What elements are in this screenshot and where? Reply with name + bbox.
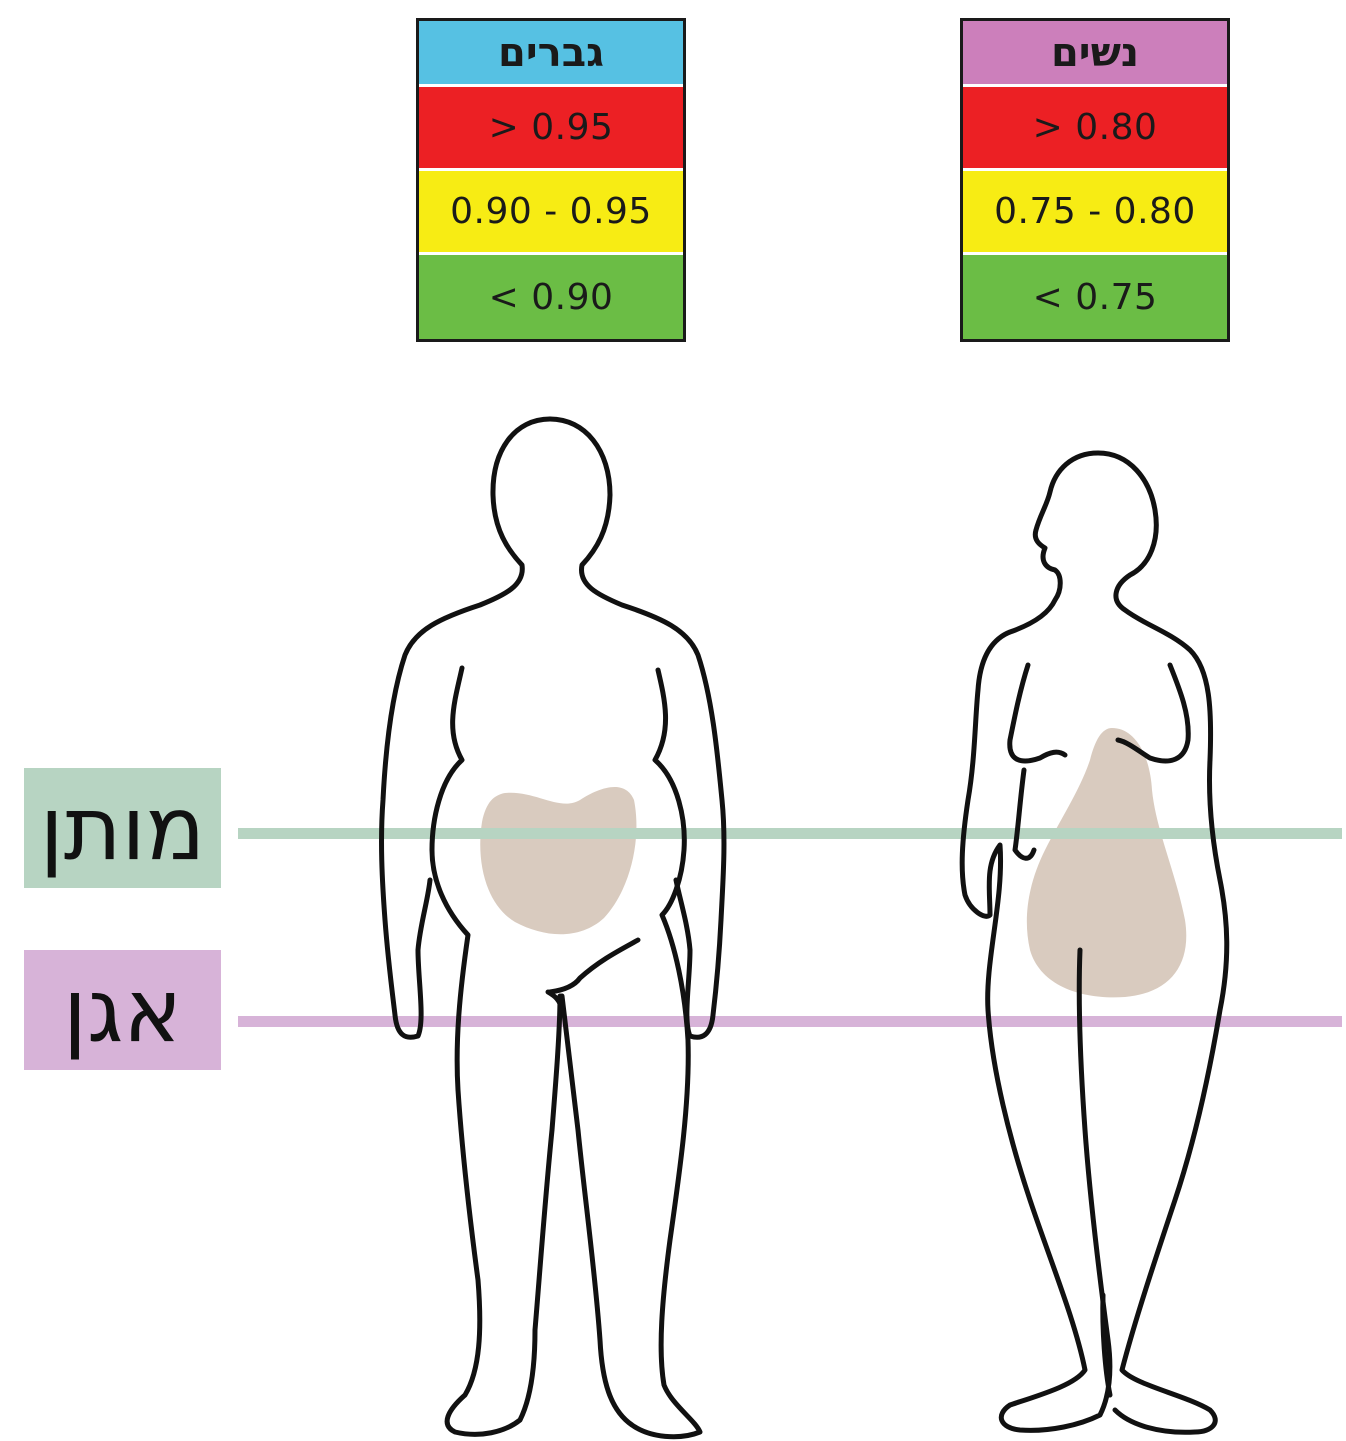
- female-belly-fat: [1027, 728, 1186, 997]
- male-belly-fat: [480, 787, 636, 934]
- waist-label: מותן: [24, 768, 221, 888]
- hip-line: [238, 1016, 1342, 1027]
- waist-line: [238, 828, 1342, 839]
- hip-label: אגן: [24, 950, 221, 1070]
